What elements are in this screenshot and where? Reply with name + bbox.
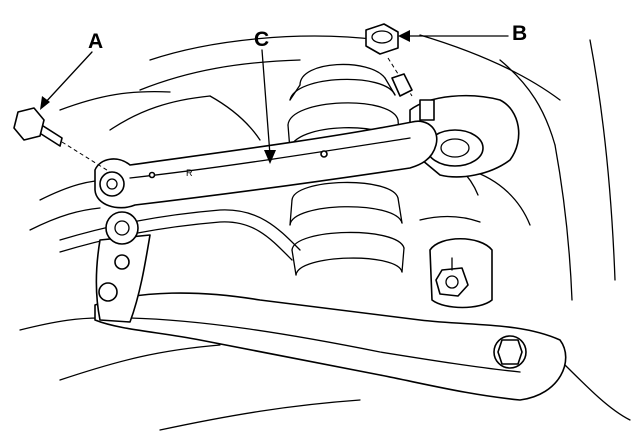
link-lower-bushing <box>98 282 118 302</box>
chassis-background <box>19 34 631 431</box>
upper-link-c: R <box>94 120 438 209</box>
link-end-bushing <box>99 171 125 197</box>
bolt-a <box>13 107 111 173</box>
callout-label-a: A <box>88 30 103 53</box>
nut-b <box>365 23 413 97</box>
lower-control-arm <box>94 292 567 401</box>
stabilizer-link <box>95 211 151 323</box>
callout-label-c: C <box>254 28 269 51</box>
lower-arm-nut <box>497 339 523 365</box>
link-upper-bushing <box>105 211 139 245</box>
stabilizer-bar <box>59 209 301 261</box>
knuckle-mount <box>409 94 520 178</box>
arrow-c-icon <box>264 150 276 164</box>
callout-label-b: B <box>512 22 527 45</box>
link-hole <box>320 150 328 158</box>
arrow-a-icon <box>40 96 50 110</box>
callout-leaders <box>40 30 509 164</box>
bracket-bushing <box>429 238 493 309</box>
link-side-marking: R <box>186 168 193 178</box>
arrow-b-icon <box>398 30 410 42</box>
